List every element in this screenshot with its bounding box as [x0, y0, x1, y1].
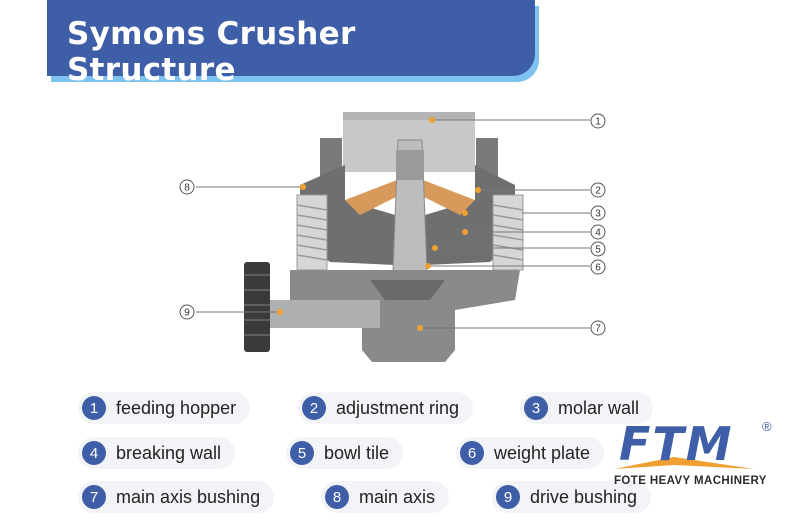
legend-number: 5 [290, 441, 314, 465]
legend-number: 1 [82, 396, 106, 420]
legend-number: 7 [82, 485, 106, 509]
callout-marker-1: 1 [590, 113, 606, 129]
callout-marker-4: 4 [590, 224, 606, 240]
legend-item-adjustment-ring: 2 adjustment ring [298, 392, 474, 424]
ftm-logo-mark [614, 457, 754, 469]
legend-item-drive-bushing: 9 drive bushing [492, 481, 652, 513]
legend-label: molar wall [558, 397, 640, 418]
svg-text:5: 5 [595, 245, 601, 256]
page-title: Symons Crusher Structure [67, 16, 356, 88]
legend-label: breaking wall [116, 442, 222, 463]
logo-wordmark: FTM [619, 417, 734, 471]
legend-label: drive bushing [530, 486, 638, 507]
svg-text:8: 8 [184, 183, 190, 194]
svg-text:3: 3 [595, 209, 601, 220]
legend-label: feeding hopper [116, 397, 237, 418]
legend-item-main-axis-bushing: 7 main axis bushing [78, 481, 275, 513]
callout-marker-2: 2 [590, 182, 606, 198]
callout-dots [277, 117, 481, 331]
legend-item-weight-plate: 6 weight plate [456, 437, 605, 469]
logo-tagline: FOTE HEAVY MACHINERY [614, 475, 767, 487]
callout-marker-7: 7 [590, 320, 606, 336]
legend-number: 8 [325, 485, 349, 509]
legend-item-bowl-tile: 5 bowl tile [286, 437, 404, 469]
registered-mark: ® [762, 419, 772, 434]
legend-item-main-axis: 8 main axis [321, 481, 450, 513]
svg-text:4: 4 [595, 228, 601, 239]
legend-label: adjustment ring [336, 397, 460, 418]
legend-label: weight plate [494, 442, 591, 463]
legend-number: 4 [82, 441, 106, 465]
legend-number: 9 [496, 485, 520, 509]
callout-marker-6: 6 [590, 259, 606, 275]
callout-marker-5: 5 [590, 241, 606, 257]
legend-item-feeding-hopper: 1 feeding hopper [78, 392, 251, 424]
crusher-body [244, 112, 524, 362]
legend-number: 2 [302, 396, 326, 420]
svg-text:1: 1 [595, 117, 601, 128]
callout-marker-8: 8 [179, 179, 195, 195]
legend-label: bowl tile [324, 442, 390, 463]
title-banner: Symons Crusher Structure [47, 0, 535, 88]
callout-markers: 1 2 3 4 5 6 7 8 9 [179, 113, 606, 336]
callout-marker-3: 3 [590, 205, 606, 221]
svg-text:9: 9 [184, 308, 190, 319]
legend-label: main axis [359, 486, 436, 507]
svg-text:7: 7 [595, 324, 601, 335]
svg-text:2: 2 [595, 186, 601, 197]
legend-item-molar-wall: 3 molar wall [520, 392, 654, 424]
legend-number: 6 [460, 441, 484, 465]
callout-lines [196, 119, 590, 329]
callout-marker-9: 9 [179, 304, 195, 320]
svg-text:6: 6 [595, 263, 601, 274]
ftm-logo: FTM ® FOTE HEAVY MACHINERY [614, 417, 794, 497]
legend-label: main axis bushing [116, 486, 261, 507]
legend-number: 3 [524, 396, 548, 420]
legend-item-breaking-wall: 4 breaking wall [78, 437, 236, 469]
